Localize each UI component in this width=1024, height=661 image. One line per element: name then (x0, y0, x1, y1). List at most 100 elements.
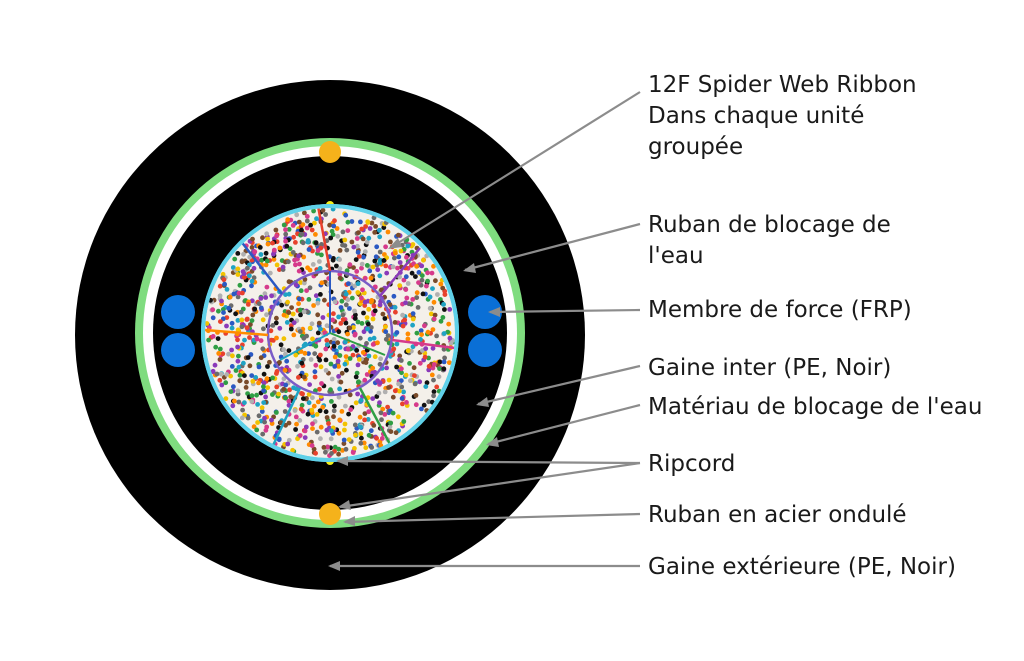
fiber-dot (258, 338, 264, 343)
label-line: l'eau (648, 243, 704, 269)
fiber-dot (405, 348, 411, 354)
fiber-dot (360, 350, 366, 355)
fiber-dot (346, 437, 352, 442)
fiber-dot (278, 342, 284, 348)
fiber-dot (440, 315, 446, 320)
fiber-dot (258, 296, 264, 301)
fiber-dot (337, 275, 343, 281)
fiber-dot (339, 370, 345, 376)
fiber-dot (217, 377, 223, 383)
fiber-dot (284, 358, 290, 364)
fiber-dot (235, 327, 241, 333)
fiber-dot (427, 294, 433, 300)
fiber-dot (377, 227, 382, 233)
fiber-dot (267, 270, 273, 276)
fiber-dot (277, 245, 283, 251)
fiber-dot (431, 316, 437, 322)
fiber-dot (407, 361, 412, 366)
fiber-dot (252, 306, 258, 312)
fiber-dot (312, 374, 318, 380)
fiber-dot (426, 367, 432, 373)
fiber-dot (416, 270, 422, 275)
fiber-dot (391, 293, 397, 299)
fiber-dot (382, 412, 388, 417)
fiber-dot (336, 329, 342, 335)
arrowhead-steel-tape (343, 516, 355, 526)
fiber-dot (261, 384, 266, 389)
fiber-dot (309, 443, 315, 448)
fiber-dot (353, 312, 358, 318)
fiber-dot (415, 305, 421, 310)
fiber-dot (299, 391, 304, 396)
fiber-dot (255, 420, 260, 425)
unit-divider (239, 239, 283, 295)
fiber-dot (235, 294, 241, 300)
fiber-dot (354, 370, 360, 376)
fiber-dot (430, 365, 436, 371)
fiber-dot (217, 293, 223, 299)
fiber-dot (414, 330, 420, 336)
fiber-dot (286, 420, 292, 426)
fiber-dot (425, 270, 430, 276)
fiber-dot (441, 366, 447, 372)
fiber-dot (297, 329, 303, 334)
fiber-dot (366, 353, 372, 359)
fiber-dot (205, 321, 210, 326)
fiber-dot (354, 269, 360, 274)
fiber-dot (271, 257, 277, 262)
ripcord-top (319, 141, 341, 163)
fiber-dot (437, 359, 443, 365)
fiber-dot (331, 336, 337, 342)
fiber-dot (345, 219, 351, 225)
fiber-dot (399, 370, 404, 376)
fiber-dot (237, 372, 243, 378)
fiber-dot (216, 308, 221, 314)
fiber-dot (242, 373, 247, 378)
fiber-dot (229, 347, 235, 353)
fiber-dot (249, 245, 255, 250)
fiber-dot (251, 424, 257, 430)
fiber-dot (291, 320, 297, 326)
fiber-dot (306, 400, 312, 406)
fiber-dot (206, 337, 212, 343)
fiber-dot (274, 335, 279, 341)
fiber-dot (414, 295, 420, 300)
fiber-dot (302, 435, 308, 440)
fiber-dot (306, 392, 312, 397)
label-water-material: Matériau de blocage de l'eau (648, 394, 982, 420)
fiber-dot (318, 292, 323, 297)
fiber-dot (366, 432, 372, 438)
fiber-dot (343, 302, 349, 308)
fiber-dot (260, 346, 266, 352)
fiber-dot (431, 299, 437, 305)
fiber-dot (315, 312, 321, 318)
fiber-dot (401, 389, 406, 395)
fiber-dot (286, 348, 292, 353)
fiber-dot (261, 388, 266, 393)
fiber-dot (431, 362, 437, 367)
fiber-dot (372, 308, 378, 314)
fiber-dot (310, 426, 315, 431)
fiber-dot (419, 332, 424, 337)
fiber-dot (377, 380, 383, 386)
fiber-dot (296, 301, 301, 307)
fiber-dot (336, 394, 342, 400)
fiber-dot (434, 384, 440, 390)
fiber-dot (359, 435, 364, 441)
fiber-dot (313, 362, 319, 368)
fiber-dot (281, 312, 287, 318)
fiber-dot (435, 292, 440, 297)
fiber-dot (350, 352, 356, 358)
fiber-dot (379, 436, 385, 441)
fiber-dot (364, 263, 370, 268)
fiber-dot (361, 254, 366, 260)
fiber-dot (351, 265, 356, 270)
fiber-dot (290, 223, 296, 228)
fiber-dot (347, 356, 353, 361)
fiber-dot (289, 305, 294, 310)
fiber-dot (301, 335, 307, 341)
fiber-dot (339, 298, 345, 304)
fiber-dot (342, 427, 347, 433)
fiber-dot (362, 377, 368, 383)
fiber-dot (399, 366, 404, 372)
